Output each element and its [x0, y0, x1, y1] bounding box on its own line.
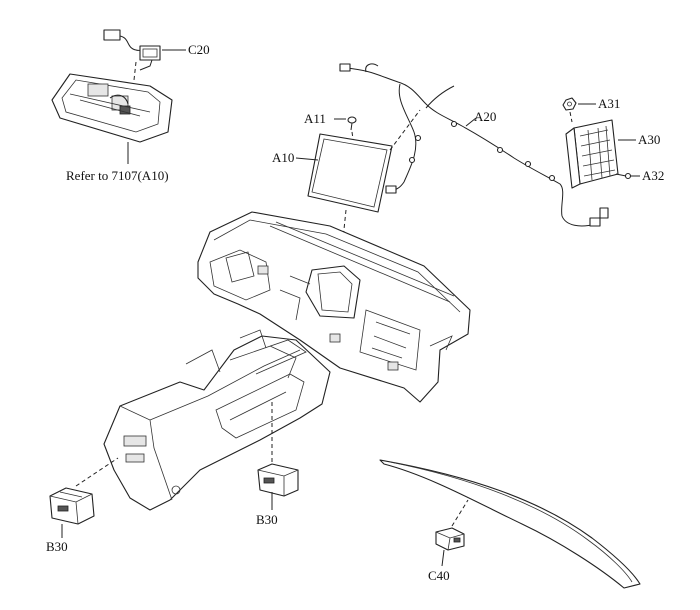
a32-label: A32: [642, 168, 664, 183]
b30-left-switch: [49, 487, 95, 525]
a20-wiring-harness: [339, 63, 609, 227]
a10-a20-dashed-leader: [389, 109, 421, 151]
a30-label: A30: [638, 132, 660, 147]
refer-label: Refer to 7107(A10): [66, 168, 169, 183]
overhead-console-assembly: [51, 73, 173, 143]
a20-label: A20: [474, 109, 496, 124]
a31-dashed-leader: [569, 111, 573, 123]
a30-module: [565, 119, 619, 189]
a11-label: A11: [304, 111, 326, 126]
a31-label: A31: [598, 96, 620, 111]
instrument-panel: [197, 211, 471, 403]
a11-screw: [347, 116, 357, 131]
c20-top-label: C20: [188, 42, 210, 57]
c40-label: C40: [428, 568, 450, 583]
b30-left-dashed-leader: [75, 457, 119, 487]
center-console: [103, 329, 331, 511]
a32-screw: [615, 172, 632, 180]
trim-strip: [379, 459, 641, 589]
b30-left-label: B30: [46, 539, 68, 554]
a10-display: [307, 133, 393, 213]
c40-leader: [441, 549, 445, 567]
c40-dashed-leader: [451, 499, 469, 527]
c20-connector: [103, 29, 161, 71]
a31-nut: [562, 97, 577, 111]
b30-middle-label: B30: [256, 512, 278, 527]
a10-label: A10: [272, 150, 294, 165]
c40-connector: [435, 527, 465, 551]
a20-leader: [465, 117, 477, 127]
b30-middle-switch: [257, 463, 299, 497]
c20-dashed-leader: [133, 61, 137, 81]
a10-leader: [295, 157, 319, 161]
